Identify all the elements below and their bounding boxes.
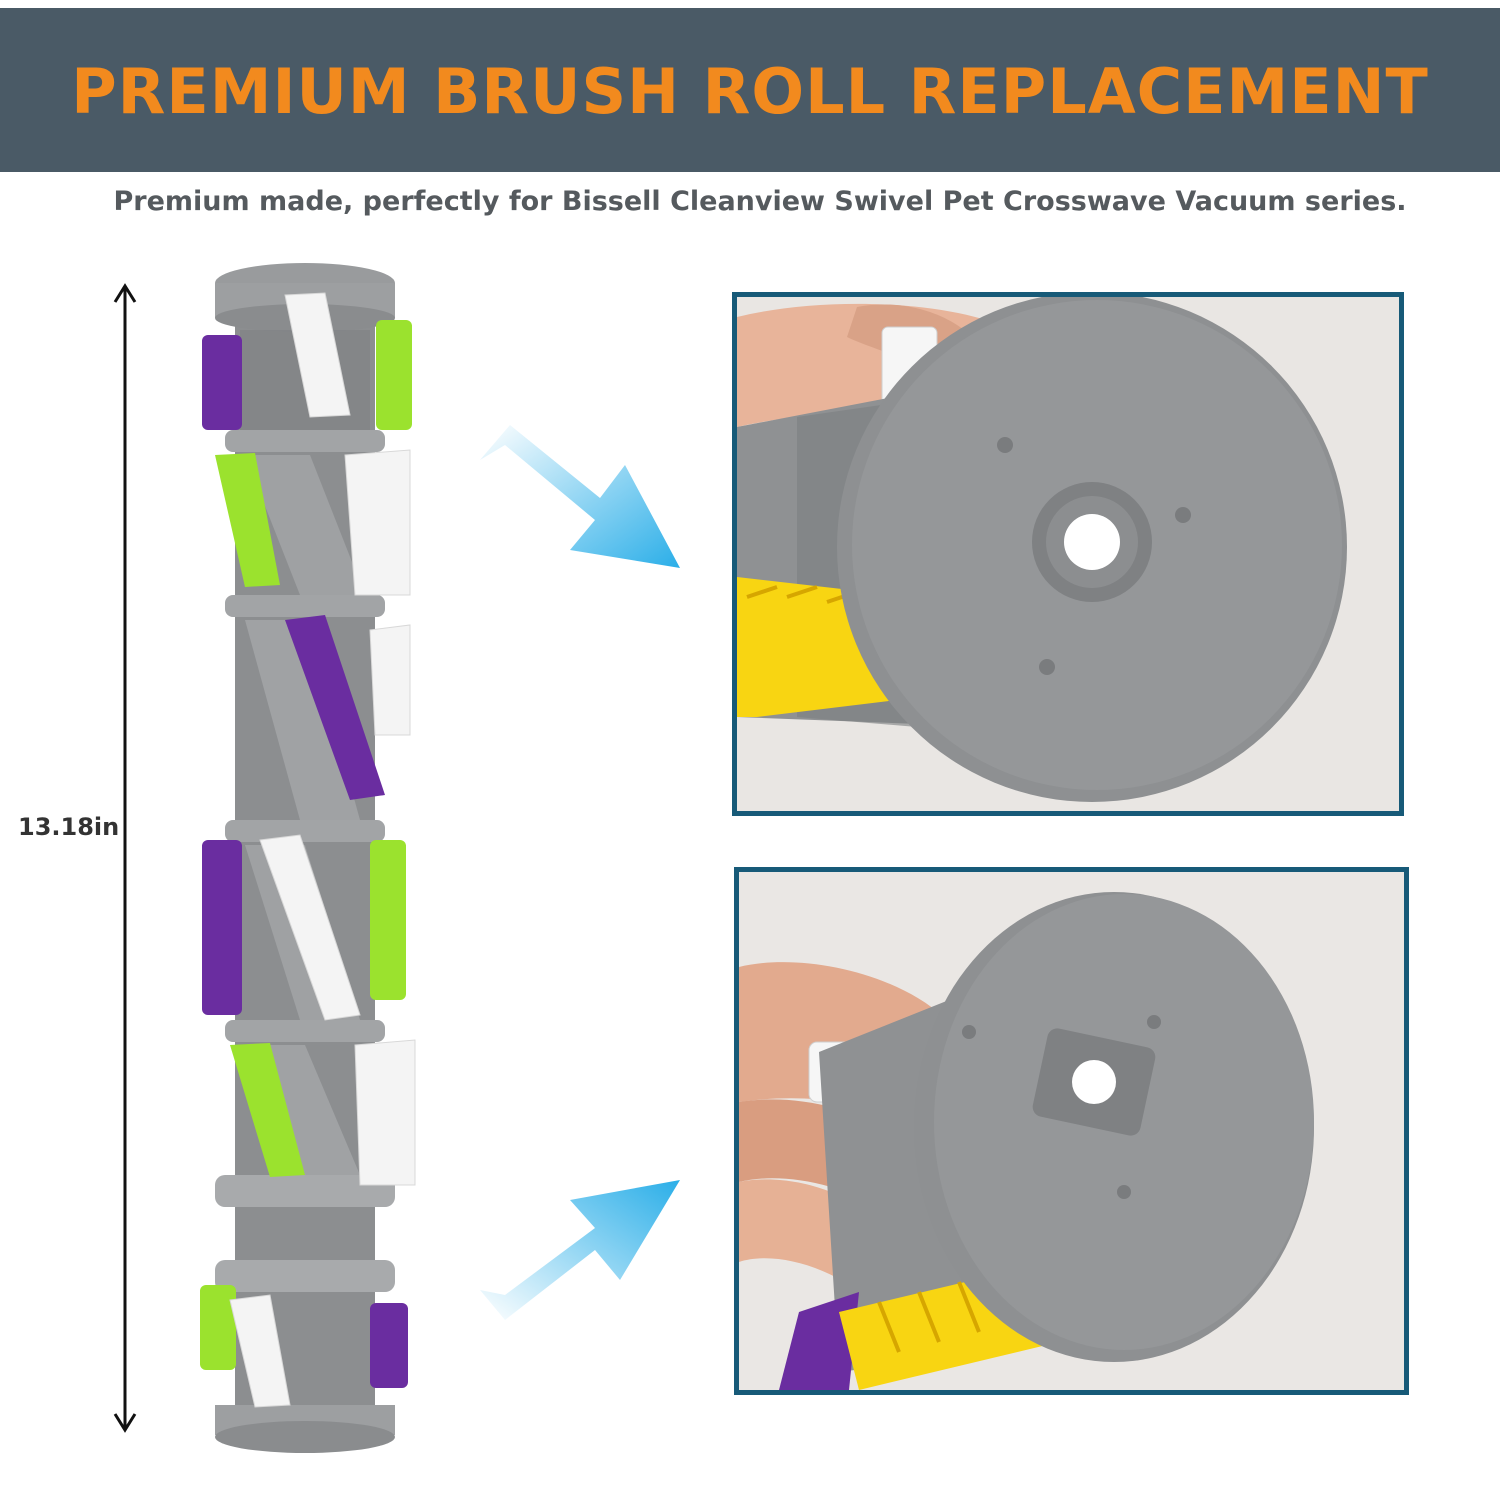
arrow-icon-top bbox=[480, 425, 680, 568]
header-banner bbox=[0, 0, 1500, 172]
brush-roll-image bbox=[200, 263, 416, 1453]
end-cap-photo-top bbox=[737, 297, 1399, 811]
detail-image-round-hub bbox=[732, 292, 1404, 816]
length-label: 13.18in bbox=[18, 813, 120, 841]
arrow-icon-bottom bbox=[480, 1180, 680, 1320]
page-title: PREMIUM BRUSH ROLL REPLACEMENT bbox=[71, 55, 1429, 128]
detail-image-square-hub bbox=[734, 867, 1409, 1395]
header-top-border bbox=[0, 0, 1500, 8]
dimension-arrow-icon bbox=[113, 283, 137, 1433]
end-cap-photo-bottom bbox=[739, 872, 1404, 1390]
page-subtitle: Premium made, perfectly for Bissell Clea… bbox=[113, 186, 1407, 217]
